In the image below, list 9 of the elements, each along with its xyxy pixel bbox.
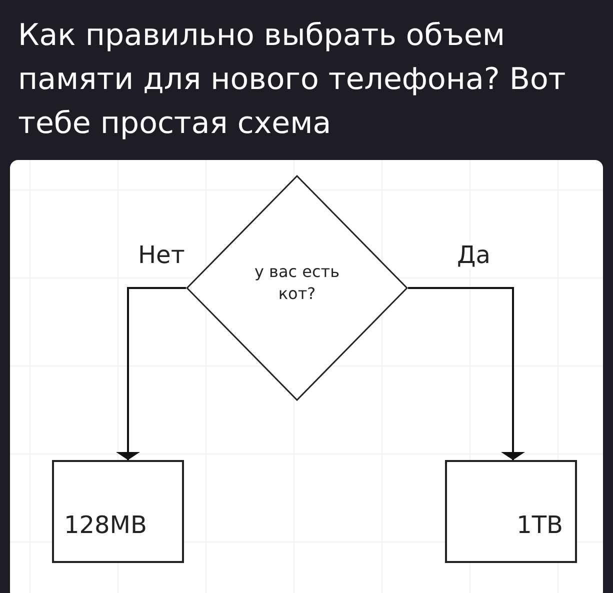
arrow: [408, 287, 525, 460]
decision-diamond: [186, 175, 408, 401]
process-box: [52, 460, 184, 563]
node-label: 128MB: [64, 511, 147, 539]
title: Как правильно выбрать объем памяти для нового телефона? Вот тебе простая схема: [18, 17, 567, 143]
node-label: 1TB: [516, 511, 563, 539]
node-label: у вас есть кот?: [253, 260, 341, 305]
process-box: [445, 460, 577, 563]
arrow: [116, 287, 186, 460]
